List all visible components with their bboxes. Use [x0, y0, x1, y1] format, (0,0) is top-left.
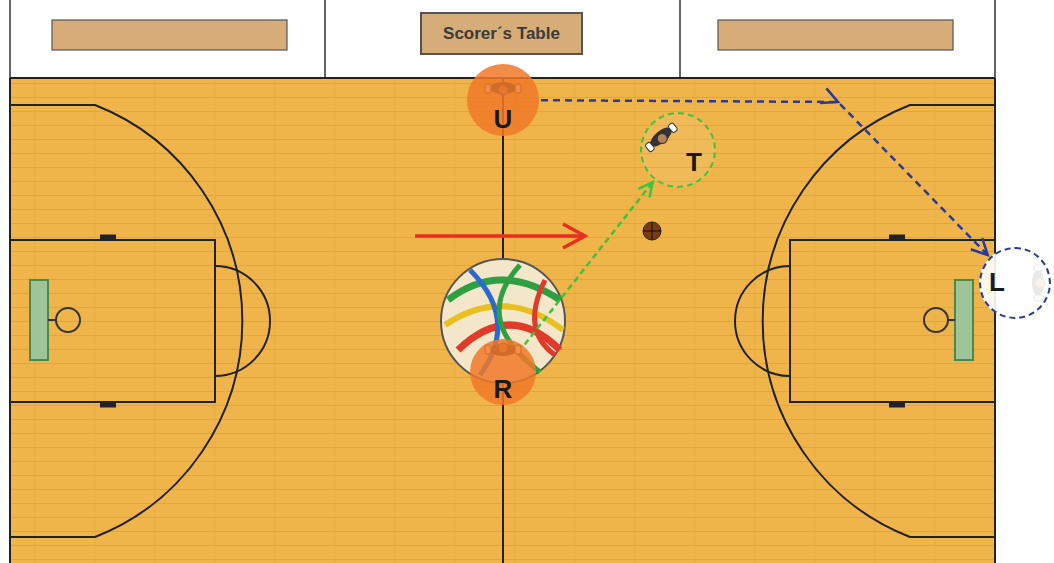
- basket-rim: [56, 308, 80, 332]
- ball: [643, 222, 661, 240]
- team-bench: [52, 20, 287, 50]
- referee-circle: U: [467, 64, 539, 136]
- referee-letter: T: [686, 149, 702, 176]
- referee-letter: U: [494, 106, 513, 133]
- referee-circle: L: [979, 247, 1051, 319]
- referee-letter: L: [989, 269, 1005, 296]
- referee-figure: [485, 82, 521, 95]
- referee-figure: [1032, 265, 1045, 301]
- referee-figure: [485, 343, 521, 356]
- referee-circle: T: [640, 112, 716, 188]
- backboard: [30, 280, 48, 360]
- movement-arrow: [541, 100, 988, 255]
- scorers-table: Scorer´s Table: [420, 12, 583, 55]
- backboard: [955, 280, 973, 360]
- movement-arrow: [525, 182, 653, 344]
- basket-rim: [924, 308, 948, 332]
- referee-circle: R: [470, 339, 536, 405]
- referee-letter: R: [494, 376, 513, 403]
- team-bench: [718, 20, 953, 50]
- referee-figure: [643, 121, 679, 154]
- table-label: Scorer´s Table: [443, 25, 560, 43]
- play-direction-arrow: [415, 234, 585, 238]
